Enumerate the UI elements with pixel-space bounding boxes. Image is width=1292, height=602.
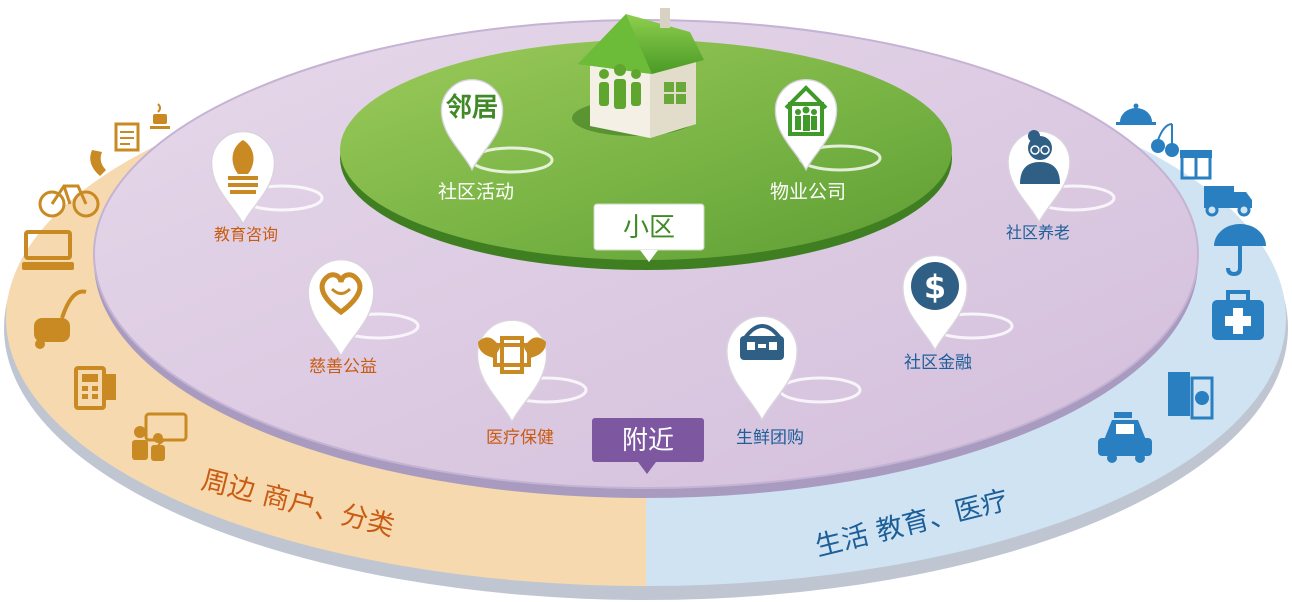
- label-community-activities: 社区活动: [438, 181, 514, 203]
- label-property-company: 物业公司: [770, 181, 846, 203]
- pin-finance: $: [902, 254, 968, 351]
- computer-icon: [22, 230, 74, 270]
- label-charity: 慈善公益: [309, 357, 377, 377]
- basket-icon: [740, 324, 784, 360]
- label-fresh-groupbuy: 生鲜团购: [736, 428, 804, 448]
- umbrella-icon: [1214, 224, 1266, 277]
- bicycle-icon: [38, 184, 100, 218]
- pin-neighbors: 邻居: [440, 79, 504, 171]
- label-education: 教育咨询: [214, 225, 278, 244]
- pin-education: [210, 130, 276, 225]
- svg-text:附近: 附近: [622, 426, 674, 456]
- pin-elderly: [1007, 130, 1071, 223]
- books-icon: [1168, 372, 1214, 420]
- heart-icon: [319, 272, 363, 316]
- medical-wings-icon: [478, 336, 546, 374]
- label-elderly: 社区养老: [1006, 223, 1070, 242]
- elderly-icon: [1020, 130, 1060, 184]
- cash-register-icon: [74, 366, 116, 410]
- gift-icon: [1180, 150, 1212, 180]
- cherry-icon: [1151, 123, 1179, 157]
- tag-nearby: 附近: [592, 418, 704, 474]
- cloche-icon: [1116, 103, 1156, 125]
- label-finance: 社区金融: [904, 353, 972, 373]
- svg-text:$: $: [924, 268, 946, 306]
- coffee-icon: [150, 103, 170, 129]
- svg-text:小区: 小区: [623, 213, 675, 243]
- teacher-icon: [132, 412, 188, 461]
- pin-medical: [476, 319, 548, 423]
- neighbors-pin-text: 邻居: [446, 93, 498, 123]
- outer-right-icons: [1098, 103, 1266, 463]
- document-icon: [114, 122, 140, 152]
- taxi-icon: [1098, 412, 1152, 463]
- outer-left-icons: [22, 103, 188, 461]
- tag-community: 小区: [593, 203, 705, 262]
- pin-charity: [307, 258, 375, 357]
- pin-property: [774, 79, 838, 171]
- lamp-icon: [228, 140, 258, 194]
- vacuum-icon: [34, 289, 87, 349]
- label-medical: 医疗保健: [486, 428, 554, 448]
- house-icon: [572, 8, 704, 138]
- truck-icon: [1204, 186, 1252, 217]
- first-aid-icon: [1212, 290, 1264, 340]
- phone-icon: [90, 150, 106, 176]
- pin-fresh-groupbuy: [725, 315, 799, 421]
- house-people-icon: [784, 85, 828, 136]
- dollar-icon: $: [911, 262, 959, 310]
